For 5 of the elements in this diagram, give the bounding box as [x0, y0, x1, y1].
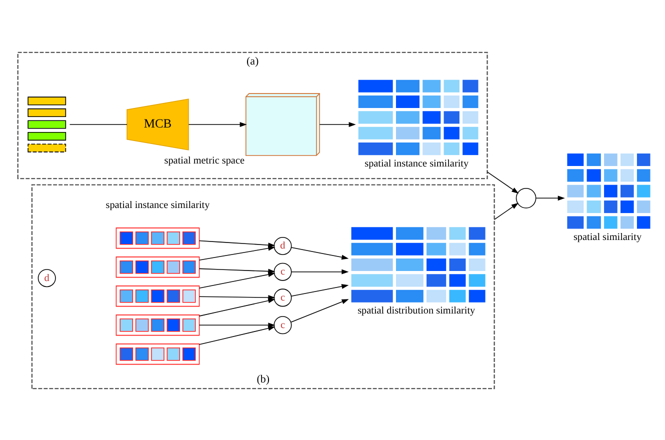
node-label: spatial metric space — [164, 155, 244, 166]
node-label: spatial distribution similarity — [358, 305, 476, 316]
node-label: spatial instance similarity — [364, 158, 469, 169]
label: spatial instance similarity — [106, 199, 210, 210]
node-label: spatial similarity — [573, 232, 642, 243]
